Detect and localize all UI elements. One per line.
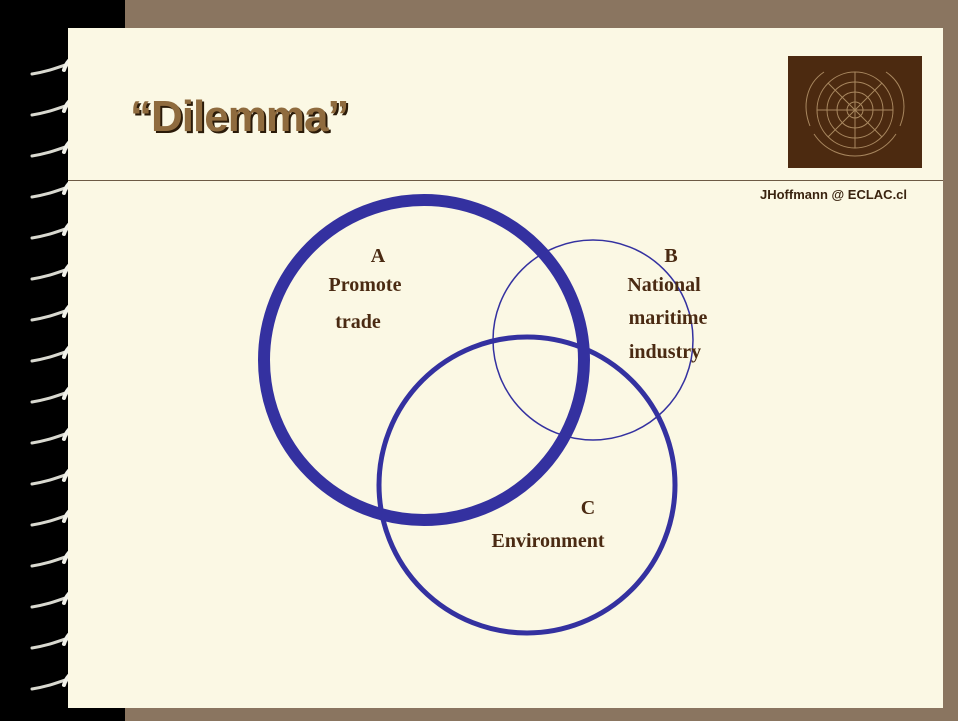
circle-b-line-1: National xyxy=(627,274,701,296)
circle-c-line-1: Environment xyxy=(492,530,605,552)
circle-b-letter: B xyxy=(664,245,677,267)
title-divider xyxy=(68,180,943,181)
circle-b xyxy=(492,239,694,441)
author-credit: JHoffmann @ ECLAC.cl xyxy=(760,187,908,202)
circle-b-line-3: industry xyxy=(629,341,701,363)
circle-a-line-2: trade xyxy=(335,311,381,333)
slide-title: “Dilemma” xyxy=(130,92,349,141)
circle-a-line-1: Promote xyxy=(329,274,402,296)
circle-b-line-2: maritime xyxy=(629,307,708,329)
circle-a xyxy=(258,194,590,526)
circle-c-letter: C xyxy=(581,497,595,519)
circle-a-letter: A xyxy=(371,245,386,267)
un-emblem-icon xyxy=(788,56,922,168)
circle-c xyxy=(376,334,678,636)
